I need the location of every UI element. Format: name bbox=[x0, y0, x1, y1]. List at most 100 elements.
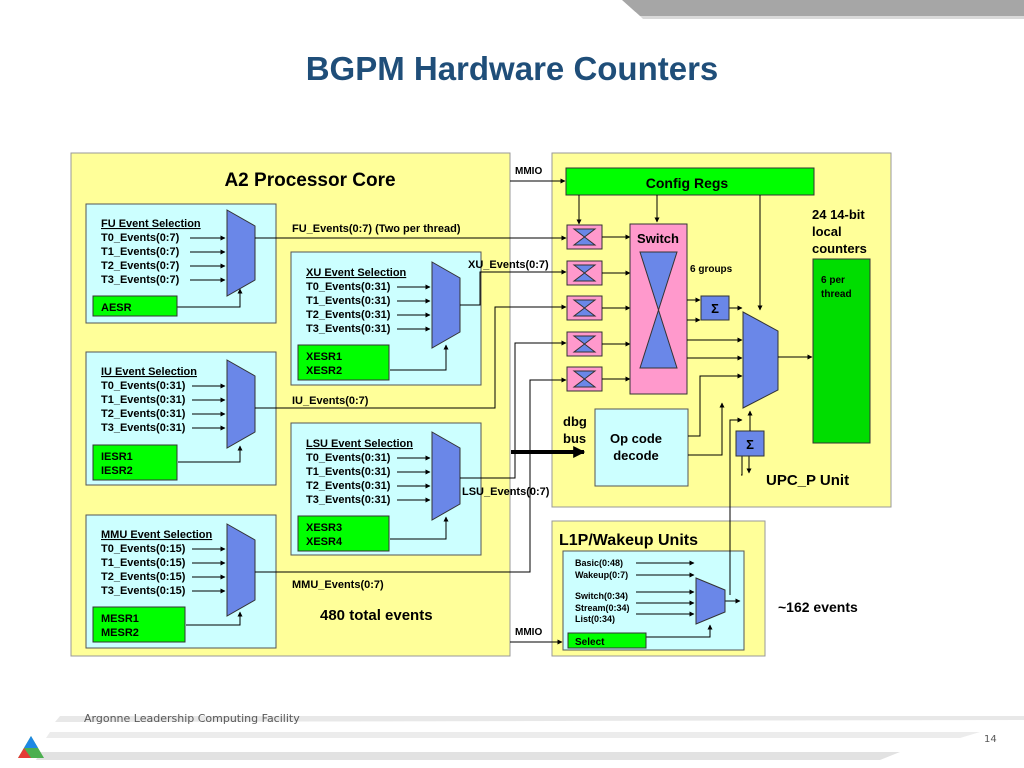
sigma-top-label: Σ bbox=[711, 301, 719, 316]
crossbar-cells bbox=[566, 224, 603, 392]
footer-text: Argonne Leadership Computing Facility bbox=[84, 712, 300, 725]
upc-p-unit-label: UPC_P Unit bbox=[766, 472, 849, 489]
opcode-label-2: decode bbox=[613, 448, 659, 463]
fu-mux bbox=[226, 209, 256, 297]
diagram: A2 Processor Core FU Event Selection T0_… bbox=[70, 152, 892, 657]
a2-core-title: A2 Processor Core bbox=[224, 170, 395, 191]
fu-heading: FU Event Selection bbox=[101, 218, 201, 230]
sigma-box-top bbox=[700, 295, 730, 321]
mmio-top-label: MMIO bbox=[515, 166, 542, 177]
iu-input-t1: T1_Events(0:31) bbox=[101, 394, 186, 406]
lsu-input-t1: T1_Events(0:31) bbox=[306, 466, 391, 478]
xesr4-label: XESR4 bbox=[306, 536, 343, 548]
argonne-logo bbox=[18, 736, 44, 758]
opcode-label-1: Op code bbox=[610, 431, 662, 446]
counter-mux bbox=[742, 311, 779, 409]
iu-input-t0: T0_Events(0:31) bbox=[101, 380, 186, 392]
mesr1-label: MESR1 bbox=[101, 613, 139, 625]
iu-events-label: IU_Events(0:7) bbox=[292, 395, 369, 407]
footer-decoration bbox=[18, 716, 1024, 760]
crossbar-cell bbox=[566, 366, 603, 392]
fu-inputs: T0_Events(0:7) T1_Events(0:7) T2_Events(… bbox=[101, 232, 180, 286]
iesr1-label: IESR1 bbox=[101, 451, 133, 463]
iu-input-t2: T2_Events(0:31) bbox=[101, 408, 186, 420]
l1p-input-wakeup: Wakeup(0:7) bbox=[575, 570, 628, 580]
mmu-mux bbox=[226, 523, 256, 617]
per-thread-label-2: thread bbox=[821, 289, 852, 300]
lsu-mux bbox=[431, 431, 461, 521]
per-thread-label-1: 6 per bbox=[821, 275, 845, 286]
xu-input-t2: T2_Events(0:31) bbox=[306, 309, 391, 321]
fu-input-t2: T2_Events(0:7) bbox=[101, 260, 180, 272]
crossbar-cell bbox=[566, 224, 603, 250]
counters-label-2: local bbox=[812, 224, 842, 239]
l1p-input-list: List(0:34) bbox=[575, 614, 615, 624]
lsu-input-t3: T3_Events(0:31) bbox=[306, 494, 391, 506]
mmu-input-t2: T2_Events(0:15) bbox=[101, 571, 186, 583]
xu-heading: XU Event Selection bbox=[306, 267, 407, 279]
crossbar-cell bbox=[566, 295, 603, 321]
l1p-title: L1P/Wakeup Units bbox=[559, 532, 698, 549]
fu-events-label: FU_Events(0:7) (Two per thread) bbox=[292, 223, 461, 235]
aesr-label: AESR bbox=[101, 302, 132, 314]
select-label: Select bbox=[575, 637, 605, 648]
iesr12-register bbox=[92, 444, 178, 481]
iu-mux bbox=[226, 359, 256, 449]
xu-input-t0: T0_Events(0:31) bbox=[306, 281, 391, 293]
groups-label: 6 groups bbox=[690, 264, 733, 275]
iesr2-label: IESR2 bbox=[101, 465, 133, 477]
xesr34-register bbox=[297, 515, 390, 552]
switch-icon bbox=[639, 251, 678, 369]
mmio-bottom-label: MMIO bbox=[515, 627, 542, 638]
iu-input-t3: T3_Events(0:31) bbox=[101, 422, 186, 434]
opcode-decode-box bbox=[594, 408, 689, 487]
crossbar-cell bbox=[566, 260, 603, 286]
mmu-events-label: MMU_Events(0:7) bbox=[292, 579, 384, 591]
bus-label: bus bbox=[563, 431, 586, 446]
lsu-input-t2: T2_Events(0:31) bbox=[306, 480, 391, 492]
lsu-heading: LSU Event Selection bbox=[306, 438, 413, 450]
counters-label-1: 24 14-bit bbox=[812, 207, 865, 222]
xesr1-label: XESR1 bbox=[306, 351, 342, 363]
xu-input-t3: T3_Events(0:31) bbox=[306, 323, 391, 335]
fu-input-t0: T0_Events(0:7) bbox=[101, 232, 180, 244]
header-bar-dark bbox=[622, 0, 1024, 16]
iu-heading: IU Event Selection bbox=[101, 366, 197, 378]
mmu-input-t1: T1_Events(0:15) bbox=[101, 557, 186, 569]
xesr3-label: XESR3 bbox=[306, 522, 342, 534]
mesr12-register bbox=[92, 606, 186, 643]
config-regs-label: Config Regs bbox=[646, 175, 729, 191]
fu-input-t1: T1_Events(0:7) bbox=[101, 246, 180, 258]
lsu-events-label: LSU_Events(0:7) bbox=[462, 486, 550, 498]
mmu-heading: MMU Event Selection bbox=[101, 529, 213, 541]
l1p-events-label: ~162 events bbox=[778, 599, 858, 615]
mesr2-label: MESR2 bbox=[101, 627, 139, 639]
l1p-input-switch: Switch(0:34) bbox=[575, 591, 628, 601]
slide-title: BGPM Hardware Counters bbox=[305, 50, 719, 87]
header-bar bbox=[622, 0, 1024, 19]
dbg-label: dbg bbox=[563, 414, 587, 429]
sigma-box-bottom bbox=[735, 430, 765, 457]
xesr12-register bbox=[297, 344, 390, 381]
local-counters bbox=[812, 258, 871, 444]
config-regs bbox=[565, 167, 815, 196]
l1p-input-stream: Stream(0:34) bbox=[575, 603, 630, 613]
fu-input-t3: T3_Events(0:7) bbox=[101, 274, 180, 286]
counters-label-3: counters bbox=[812, 241, 867, 256]
sigma-bottom-label: Σ bbox=[746, 437, 754, 452]
mmu-input-t3: T3_Events(0:15) bbox=[101, 585, 186, 597]
lsu-input-t0: T0_Events(0:31) bbox=[306, 452, 391, 464]
aesr-register bbox=[92, 295, 178, 317]
xu-events-label: XU_Events(0:7) bbox=[468, 259, 549, 271]
switch-label: Switch bbox=[637, 231, 679, 246]
event-wires bbox=[255, 234, 631, 573]
mmu-input-t0: T0_Events(0:15) bbox=[101, 543, 186, 555]
crossbar-cell bbox=[566, 331, 603, 357]
header-bar-light bbox=[640, 16, 1024, 19]
xesr2-label: XESR2 bbox=[306, 365, 342, 377]
total-events-label: 480 total events bbox=[320, 607, 433, 624]
page-number: 14 bbox=[984, 734, 997, 745]
l1p-mux bbox=[695, 577, 726, 625]
l1p-input-basic: Basic(0:48) bbox=[575, 558, 623, 568]
